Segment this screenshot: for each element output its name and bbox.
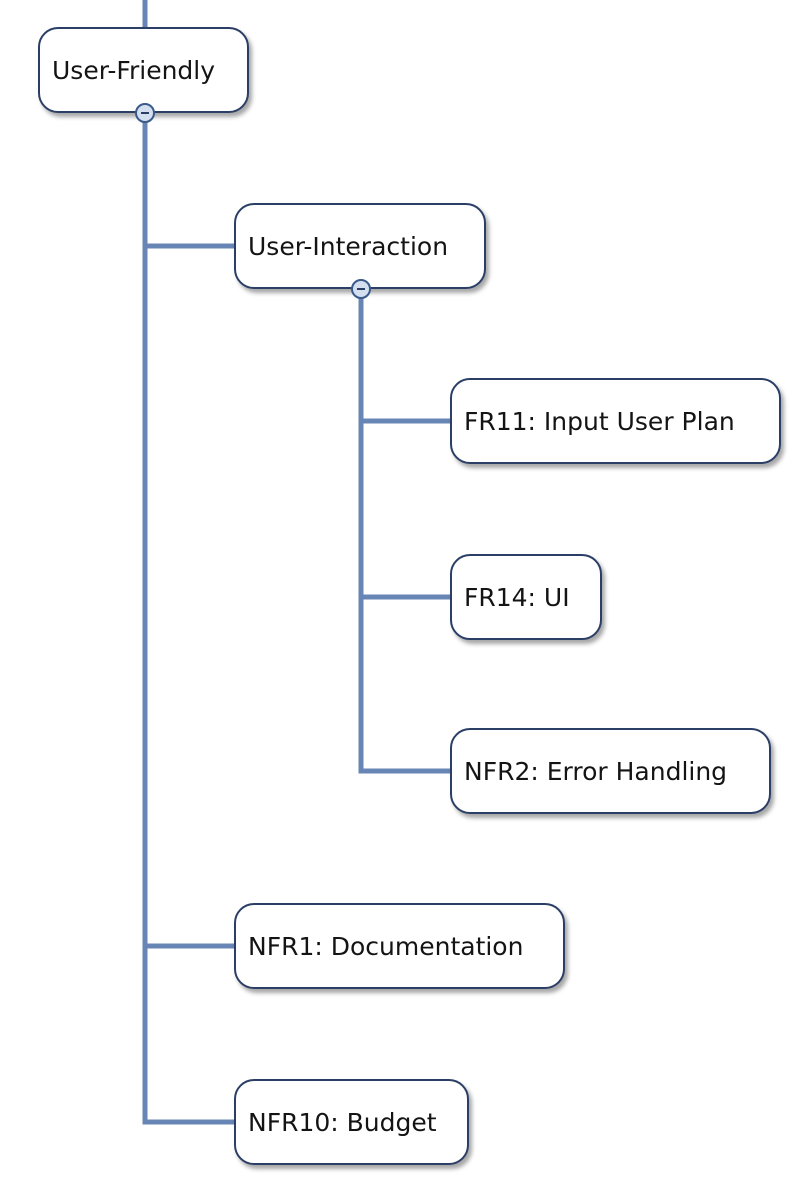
node-label: User-Friendly — [52, 55, 216, 85]
node-label: FR14: UI — [464, 582, 570, 612]
node-label: User-Interaction — [248, 231, 449, 261]
node-fr14[interactable]: FR14: UI — [450, 554, 602, 640]
node-label: NFR2: Error Handling — [464, 756, 728, 786]
node-label: FR11: Input User Plan — [464, 406, 735, 436]
node-user-interaction[interactable]: User-Interaction — [234, 203, 486, 289]
node-user-friendly[interactable]: User-Friendly — [38, 27, 249, 113]
node-fr11[interactable]: FR11: Input User Plan — [450, 378, 781, 464]
node-nfr2[interactable]: NFR2: Error Handling — [450, 728, 771, 814]
node-label: NFR1: Documentation — [248, 931, 524, 961]
node-label: NFR10: Budget — [248, 1107, 437, 1137]
node-nfr10[interactable]: NFR10: Budget — [234, 1079, 469, 1165]
node-nfr1[interactable]: NFR1: Documentation — [234, 903, 565, 989]
collapse-icon[interactable] — [351, 279, 371, 299]
collapse-icon[interactable] — [135, 103, 155, 123]
